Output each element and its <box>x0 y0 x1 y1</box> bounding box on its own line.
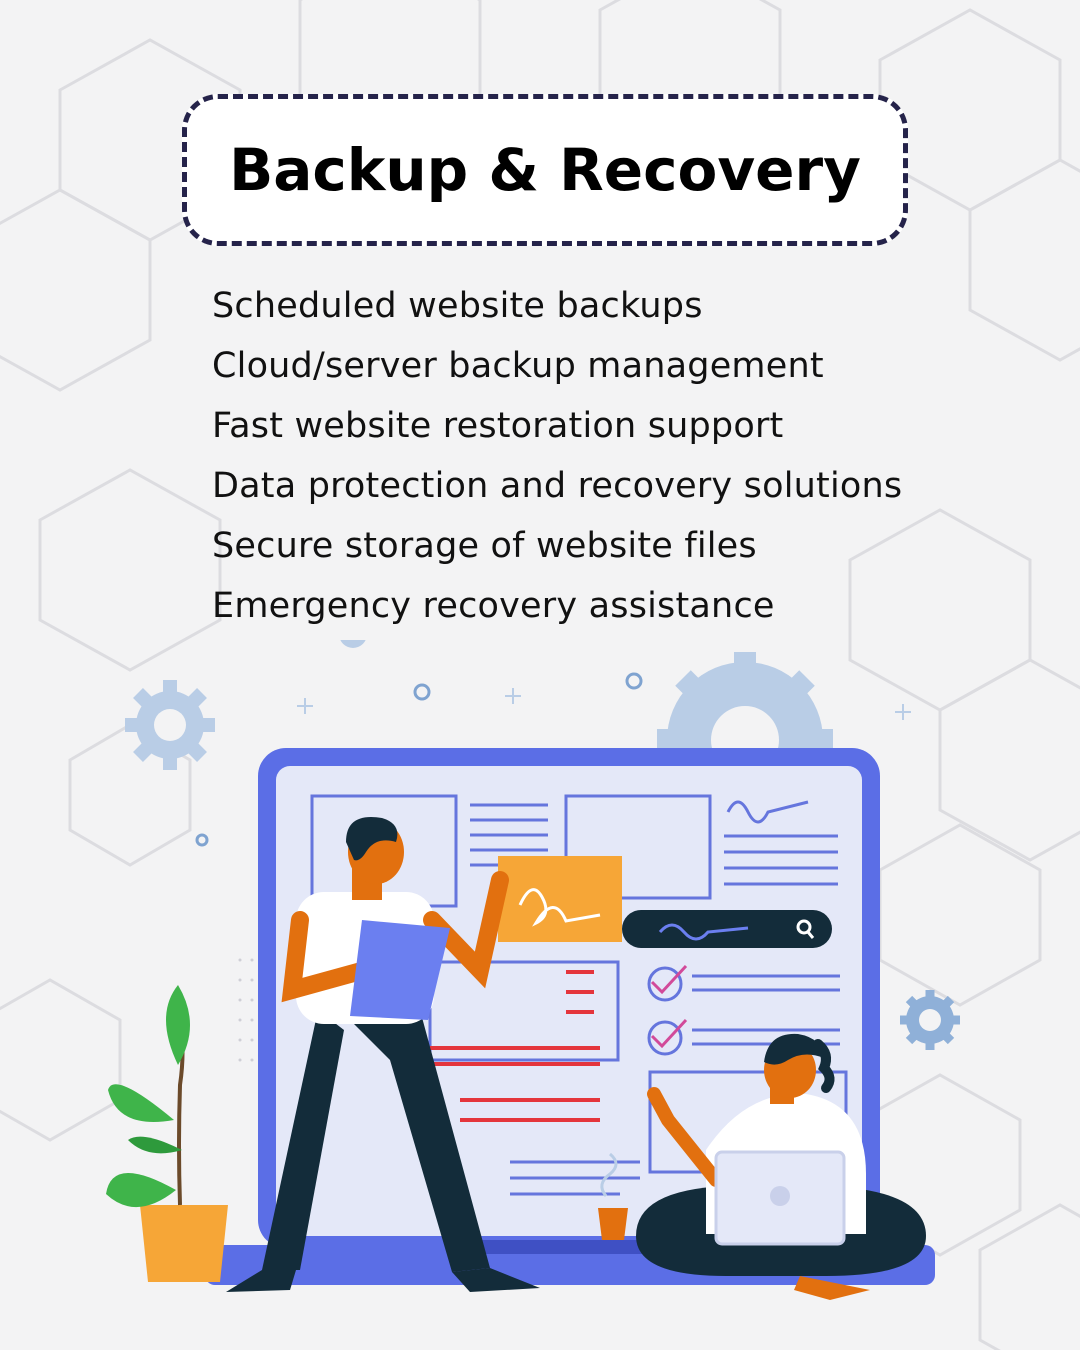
gear-icon <box>900 990 960 1050</box>
gear-icon <box>340 640 366 648</box>
page-title: Backup & Recovery <box>229 136 861 204</box>
plant-icon <box>106 985 228 1282</box>
feature-item: Cloud/server backup management <box>212 346 824 386</box>
gear-icon <box>125 680 215 770</box>
feature-item: Emergency recovery assistance <box>212 586 775 626</box>
feature-list: Scheduled website backups Cloud/server b… <box>212 276 902 636</box>
feature-item: Data protection and recovery solutions <box>212 466 903 506</box>
title-box: Backup & Recovery <box>182 94 908 246</box>
checkmark-icon <box>647 964 688 1056</box>
feature-item: Scheduled website backups <box>212 286 703 326</box>
feature-item: Fast website restoration support <box>212 406 784 446</box>
backup-illustration <box>106 640 960 1300</box>
feature-item: Secure storage of website files <box>212 526 757 566</box>
coffee-cup-icon <box>598 1152 628 1240</box>
man-figure <box>226 817 540 1292</box>
woman-figure <box>636 1033 926 1300</box>
search-icon <box>796 919 815 939</box>
